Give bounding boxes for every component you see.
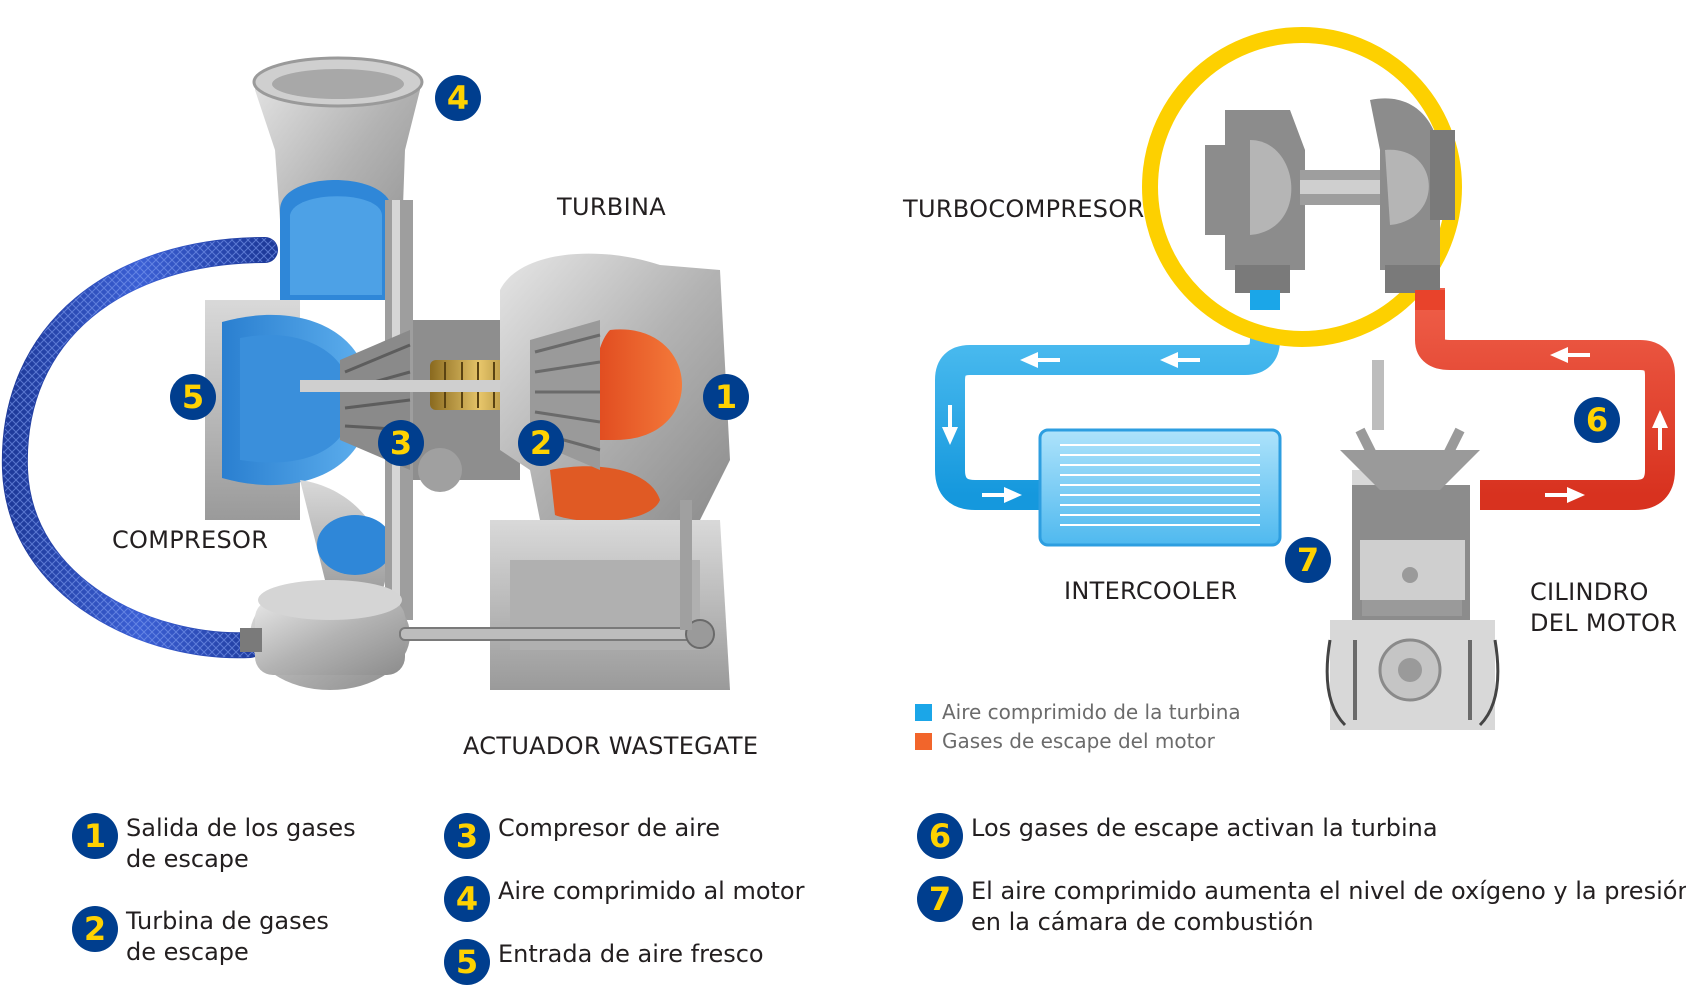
badge-1: 1 xyxy=(703,374,749,420)
key-item-6: 6 Los gases de escape activan la turbina xyxy=(917,813,1438,859)
key-badge: 1 xyxy=(72,813,118,859)
key-badge: 7 xyxy=(917,876,963,922)
legend-swatch-air xyxy=(915,704,932,721)
svg-text:5: 5 xyxy=(182,378,204,416)
svg-text:1: 1 xyxy=(715,378,737,416)
label-cilindro-motor: CILINDRO DEL MOTOR xyxy=(1530,578,1678,637)
engine-cylinder xyxy=(1325,360,1500,730)
badge-5: 5 xyxy=(170,374,216,420)
label-turbina: TURBINA xyxy=(557,193,666,221)
key-badge: 3 xyxy=(444,813,490,859)
svg-text:3: 3 xyxy=(390,424,412,462)
key-badge: 4 xyxy=(444,876,490,922)
turbocharger-cutaway xyxy=(1,56,730,690)
badge-3: 3 xyxy=(378,420,424,466)
key-badge: 5 xyxy=(444,939,490,985)
svg-text:7: 7 xyxy=(1297,541,1319,579)
svg-text:2: 2 xyxy=(530,424,552,462)
badge-4: 4 xyxy=(435,75,481,121)
label-compresor: COMPRESOR xyxy=(112,526,269,554)
badge-7: 7 xyxy=(1285,537,1331,583)
system-schematic xyxy=(935,27,1675,730)
svg-text:4: 4 xyxy=(447,79,469,117)
label-turbocompresor: TURBOCOMPRESOR xyxy=(903,195,1145,223)
key-item-3: 3 Compresor de aire xyxy=(444,813,720,859)
badge-6: 6 xyxy=(1574,397,1620,443)
label-intercooler: INTERCOOLER xyxy=(1064,577,1238,605)
key-item-5: 5 Entrada de aire fresco xyxy=(444,939,764,985)
label-actuador-wastegate: ACTUADOR WASTEGATE xyxy=(463,732,759,760)
key-item-4: 4 Aire comprimido al motor xyxy=(444,876,804,922)
badge-2: 2 xyxy=(518,420,564,466)
key-badge: 6 xyxy=(917,813,963,859)
key-item-7: 7 El aire comprimido aumenta el nivel de… xyxy=(917,876,1686,938)
legend-swatch-exhaust xyxy=(915,733,932,750)
key-badge: 2 xyxy=(72,906,118,952)
legend-item-air: Aire comprimido de la turbina xyxy=(915,700,1241,724)
svg-text:6: 6 xyxy=(1586,401,1608,439)
turbo-schematic xyxy=(1205,98,1455,293)
legend-item-exhaust: Gases de escape del motor xyxy=(915,729,1215,753)
